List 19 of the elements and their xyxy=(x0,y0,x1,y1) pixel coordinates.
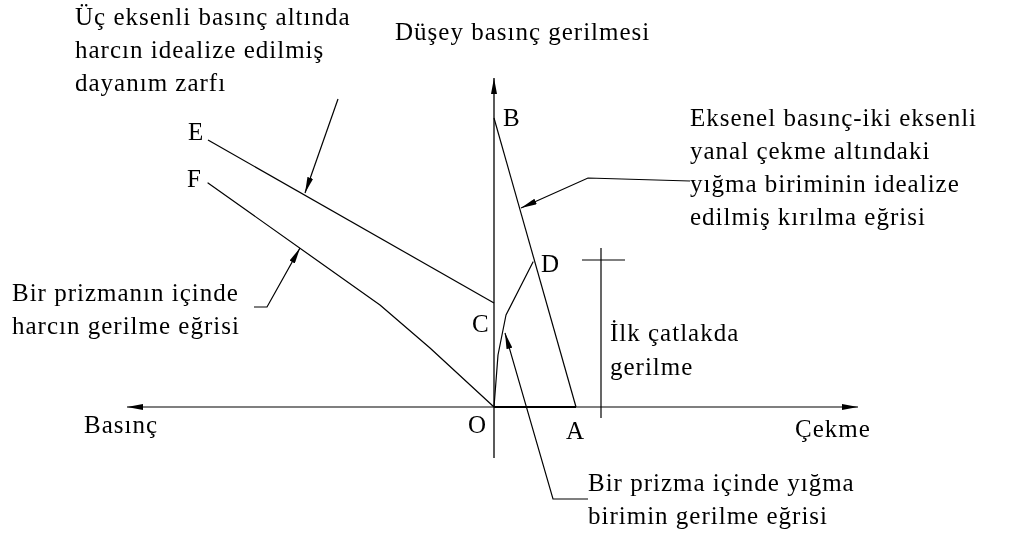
leader-arrow xyxy=(253,247,301,308)
point-label: C xyxy=(472,310,490,338)
point-label: F xyxy=(187,165,202,193)
annotation-text: Eksenel basınç-iki eksenli yanal çekme altındaki yığma biriminin idealize edilmiş kırılma eğrisi xyxy=(690,103,979,232)
axis-label: Düşey basınç gerilmesi xyxy=(395,18,651,46)
annotation-text: Bir prizmanın içinde harcın gerilme eğrisi xyxy=(12,278,241,341)
leader-arrow xyxy=(504,332,589,500)
point-label: O xyxy=(468,411,488,439)
point-label: E xyxy=(188,118,205,146)
axis-label: Çekme xyxy=(795,415,871,443)
axis-label: Basınç xyxy=(84,411,159,439)
leader-arrow xyxy=(304,98,339,194)
point-label: D xyxy=(541,250,561,278)
annotation-text: Üç eksenli basınç altında harcın idealize edilmiş dayanım zarfı xyxy=(75,2,352,98)
annotation-text: Bir prizma içinde yığma birimin gerilme eğrisi xyxy=(588,468,856,531)
point-label: A xyxy=(566,417,586,445)
annotation-text: İlk çatlakda gerilme xyxy=(610,318,741,382)
leader-arrow xyxy=(520,177,691,209)
point-label: B xyxy=(503,104,521,132)
